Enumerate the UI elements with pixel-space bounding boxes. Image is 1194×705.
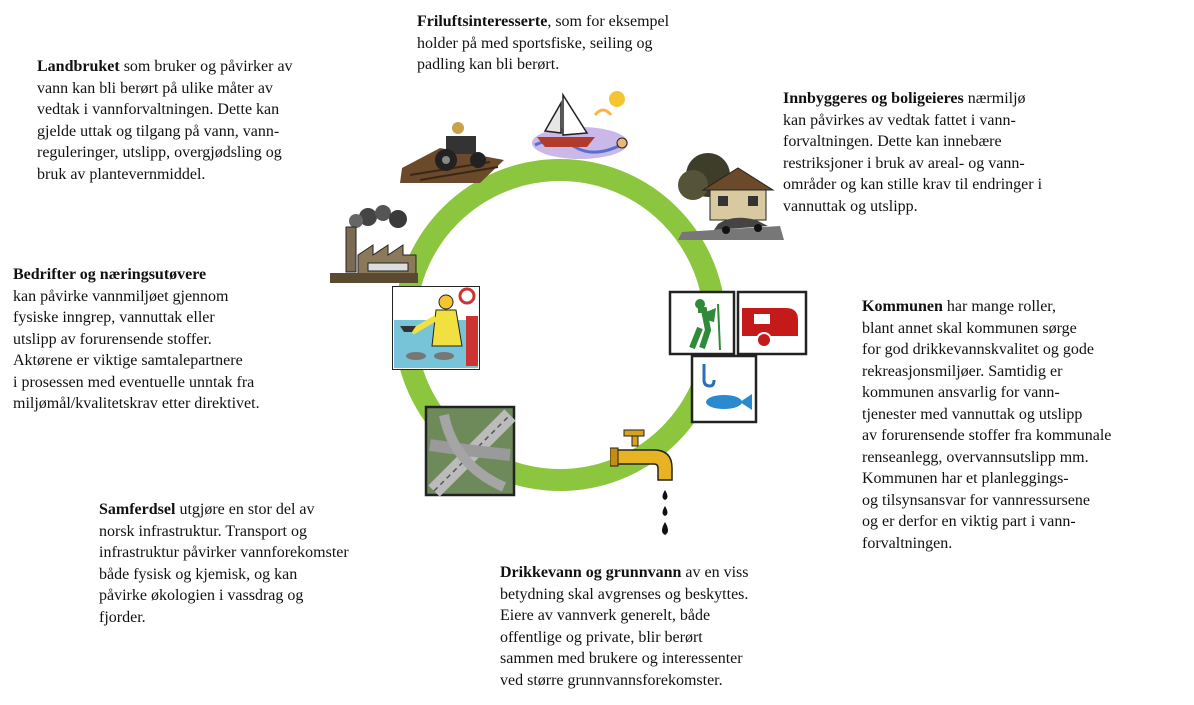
bedrifter-title: Bedrifter og næringsutøvere — [13, 266, 207, 283]
landbruk-title: Landbruket — [37, 58, 120, 75]
tractor-farmer-clipart — [400, 122, 504, 183]
hiker-camper-fish-clipart — [668, 290, 808, 424]
drikkevann-text: av en viss betydning skal avgrenses og b… — [500, 564, 749, 689]
drikkevann-block: Drikkevann og grunnvann av en viss betyd… — [500, 562, 749, 691]
kommunen-title: Kommunen — [862, 298, 943, 315]
friluft-block: Friluftsinteresserte, som for eksempel h… — [417, 11, 669, 76]
house-car-clipart — [678, 153, 784, 240]
drikkevann-title: Drikkevann og grunnvann — [500, 564, 682, 581]
friluft-title: Friluftsinteresserte — [417, 13, 548, 30]
samferdsel-title: Samferdsel — [99, 501, 176, 518]
samferdsel-block: Samferdsel utgjøre en stor del av norsk … — [99, 499, 349, 628]
kommunen-text: har mange roller, blant annet skal kommu… — [862, 298, 1112, 552]
factory-smokestack-clipart — [330, 205, 418, 283]
water-tap-clipart — [610, 429, 673, 535]
landbruk-text: som bruker og påvirker av vann kan bli b… — [37, 58, 293, 183]
friluft-text: , som for eksempel holder på med sportsf… — [417, 13, 670, 73]
bedrifter-block: Bedrifter og næringsutøvere kan påvirke … — [13, 264, 260, 415]
highway-interchange-clipart — [424, 405, 516, 497]
kommunen-block: Kommunen har mange roller, blant annet s… — [862, 296, 1111, 554]
innbyggere-block: Innbyggeres og boligeieres nærmiljø kan … — [783, 88, 1042, 217]
sailboat-fishing-clipart — [532, 91, 628, 159]
innbyggere-title: Innbyggeres og boligeieres — [783, 90, 964, 107]
bedrifter-text: kan påvirke vannmiljøet gjennom fysiske … — [13, 287, 260, 413]
samferdsel-text: utgjøre en stor del av norsk infrastrukt… — [99, 501, 349, 626]
worker-fish-clipart — [392, 286, 480, 370]
innbyggere-text: nærmiljø kan påvirkes av vedtak fattet i… — [783, 90, 1043, 215]
landbruk-block: Landbruket som bruker og påvirker av van… — [37, 56, 293, 185]
